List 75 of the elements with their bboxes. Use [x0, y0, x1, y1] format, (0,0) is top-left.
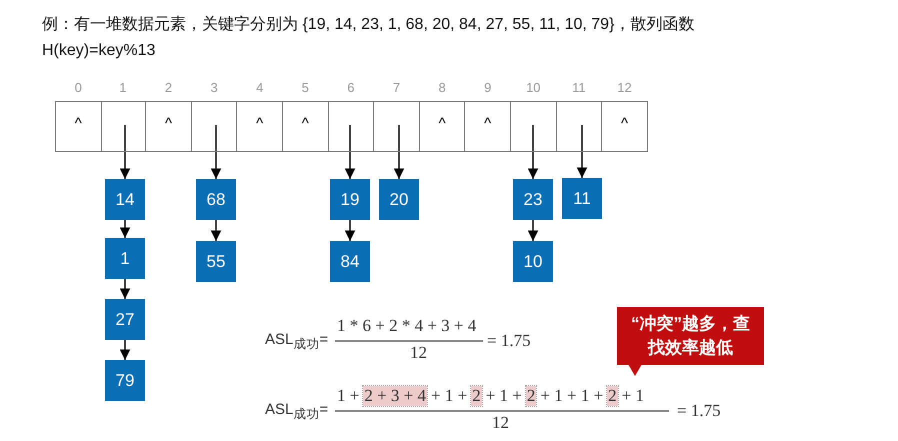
formula-term: = 1.75	[487, 331, 531, 351]
highlighted-term: 2	[526, 386, 536, 406]
node-text: “冲突”越多，查找效率越低	[631, 314, 750, 357]
slot-index: 4	[255, 80, 264, 95]
node-text: 20	[390, 190, 408, 210]
node-text: 55	[206, 252, 226, 272]
node-text: 27	[116, 310, 134, 330]
key-node	[562, 178, 602, 219]
formula-term: = 1.75	[677, 401, 721, 421]
formula-term: + 1 + 1 +	[540, 386, 604, 406]
slot-index: 0	[74, 80, 83, 95]
key-node	[379, 179, 419, 220]
null-pointer-mark: ^	[438, 115, 446, 132]
arrow	[394, 125, 404, 179]
denominator: 12	[410, 343, 427, 363]
slot-index: 10	[525, 80, 542, 95]
node-text: 19	[340, 190, 360, 210]
null-pointer-mark: ^	[256, 115, 264, 132]
node-text: 23	[524, 190, 542, 210]
null-pointer-mark: ^	[74, 115, 82, 132]
formula-term: 1 * 6 + 2 * 4 + 3 + 4	[337, 316, 476, 336]
slot-index: 6	[346, 80, 356, 95]
node-text: 11	[573, 188, 591, 208]
arrow	[576, 125, 588, 178]
arrow	[120, 220, 130, 238]
null-pointer-mark: ^	[620, 115, 628, 132]
slot-index: 8	[437, 80, 447, 95]
denominator: 12	[492, 413, 509, 433]
key-node	[105, 299, 145, 340]
node-text: 14	[116, 190, 134, 210]
node-text: 1	[120, 248, 130, 268]
slot-index: 12	[616, 80, 633, 95]
arrow	[344, 220, 356, 241]
arrow	[344, 125, 356, 179]
problem-statement: 例：有一堆数据元素，关键字分别为 {19, 14, 23, 1, 68, 20, 84, 27, 55, 11, 10, 79}，散列函数 H(key)=key%13	[42, 14, 696, 61]
formula-term: + 1 +	[431, 386, 468, 406]
formula-label: ASL$_{成功}$=	[265, 331, 328, 353]
slot-index: 9	[483, 80, 492, 95]
key-node	[330, 179, 370, 220]
formula-term: 1 +	[337, 386, 360, 406]
formula-term: + 1	[622, 386, 644, 406]
arrow	[528, 220, 538, 241]
node-text: 79	[116, 370, 134, 390]
slot-index: 7	[392, 80, 402, 95]
key-node	[105, 360, 145, 401]
arrow	[120, 340, 130, 360]
key-node	[105, 179, 145, 220]
key-node	[513, 241, 553, 282]
slot-index: 11	[571, 80, 587, 95]
arrow	[210, 220, 222, 241]
node-text: 84	[340, 252, 360, 272]
node-text: 68	[206, 190, 226, 210]
highlighted-term: 2 + 3 + 4	[363, 386, 428, 406]
formula-term: + 1 +	[486, 386, 522, 406]
arrow	[120, 125, 130, 179]
key-node	[105, 238, 145, 279]
key-node	[196, 241, 236, 282]
highlighted-term: 2	[471, 386, 482, 406]
callout-bubble	[617, 307, 764, 365]
slot-index: 2	[164, 80, 174, 95]
slot-index: 5	[300, 80, 310, 95]
node-text: 10	[524, 252, 542, 272]
arrow	[210, 125, 222, 179]
null-pointer-mark: ^	[484, 115, 492, 132]
slot-index: 3	[209, 80, 219, 95]
key-node	[196, 179, 236, 220]
key-node	[330, 241, 370, 282]
null-pointer-mark: ^	[302, 115, 309, 132]
arrow	[120, 279, 130, 299]
arrow	[528, 125, 538, 179]
null-pointer-mark: ^	[164, 115, 172, 132]
highlighted-term: 2	[607, 386, 618, 406]
slot-index: 1	[118, 80, 128, 95]
formula-label: ASL$_{成功}$=	[265, 401, 328, 423]
key-node	[513, 179, 553, 220]
